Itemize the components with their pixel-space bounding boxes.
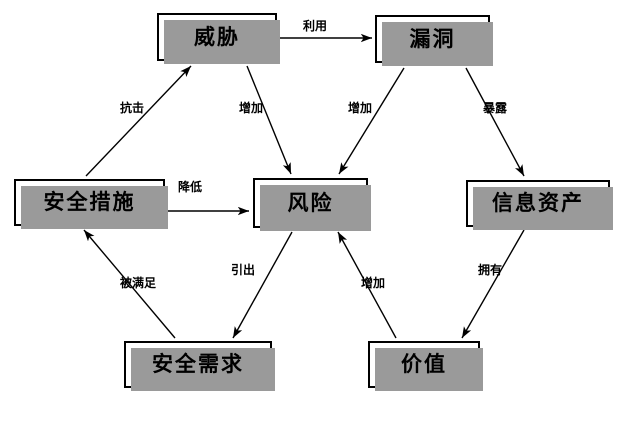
node-label-value: 价值: [401, 352, 447, 376]
edge-asset-has-value: [461, 229, 525, 339]
node-label-vulnerability: 漏洞: [409, 26, 456, 51]
edge-label-value-increases-risk: 增加: [361, 276, 386, 290]
node-vulnerability[interactable]: 漏洞: [375, 15, 493, 66]
node-label-threat: 威胁: [194, 24, 240, 49]
node-requirement[interactable]: 安全需求: [124, 341, 275, 391]
node-label-safeguard: 安全措施: [43, 190, 136, 214]
edge-label-threat-exploits-vulnerability: 利用: [303, 19, 328, 33]
node-threat[interactable]: 威胁: [157, 13, 280, 64]
edge-label-safeguard-reduces-risk: 降低: [178, 180, 203, 194]
edge-lines: [83, 33, 525, 339]
edge-label-threat-increases-risk: 增加: [239, 101, 264, 115]
edge-requirement-satisfied-by-safeguard: [83, 229, 176, 339]
node-risk[interactable]: 风险: [253, 178, 371, 231]
node-label-requirement: 安全需求: [152, 352, 244, 376]
edge-vulnerability-increases-risk: [338, 67, 405, 175]
node-label-risk: 风险: [287, 190, 334, 215]
edge-vulnerability-exposes-asset: [465, 67, 525, 177]
node-value[interactable]: 价值: [368, 341, 483, 391]
node-label-asset: 信息资产: [492, 191, 584, 215]
edge-label-asset-has-value: 拥有: [478, 263, 503, 277]
node-asset[interactable]: 信息资产: [466, 180, 613, 230]
edge-threat-increases-risk: [246, 65, 292, 175]
edge-safeguard-counters-threat: [85, 65, 192, 177]
edge-label-requirement-satisfied-by-safeguard: 被满足: [120, 276, 157, 290]
edge-label-risk-derives-requirement: 引出: [231, 263, 256, 277]
node-safeguard[interactable]: 安全措施: [14, 179, 168, 229]
edge-label-vulnerability-exposes-asset: 暴露: [483, 101, 508, 115]
edge-risk-derives-requirement: [232, 231, 293, 339]
edge-label-vulnerability-increases-risk: 增加: [348, 101, 373, 115]
edge-value-increases-risk: [337, 231, 397, 339]
edge-label-safeguard-counters-threat: 抗击: [120, 101, 145, 115]
